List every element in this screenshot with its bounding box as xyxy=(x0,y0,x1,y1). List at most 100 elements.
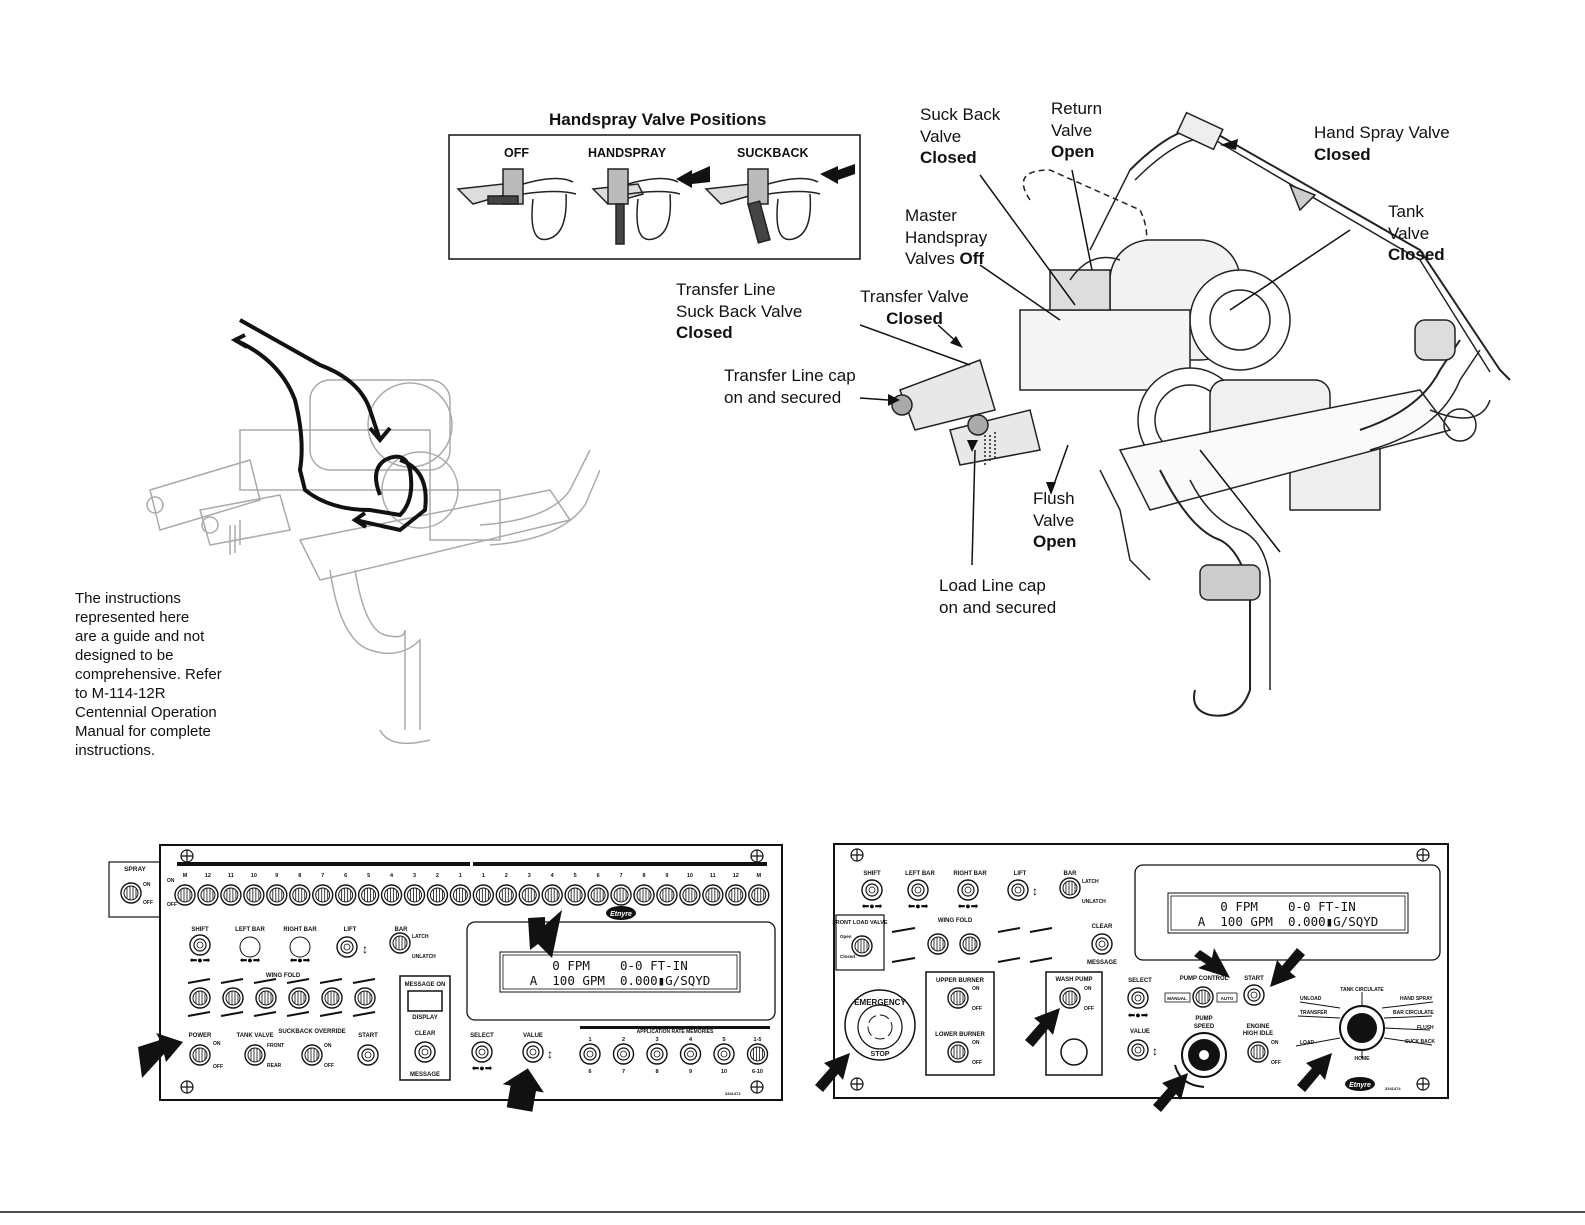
svg-text:HIGH IDLE: HIGH IDLE xyxy=(1243,1031,1273,1037)
svg-text:⬅●➡: ⬅●➡ xyxy=(908,901,929,911)
section-toggle[interactable] xyxy=(679,884,701,906)
section-toggle[interactable] xyxy=(220,884,242,906)
right-control-panel: SHIFT ⬅●➡ LEFT BAR ⬅●➡ RIGHT BAR ⬅●➡ LIF… xyxy=(832,843,1449,1099)
section-toggle-label: 3 xyxy=(528,873,531,879)
svg-text:WASH PUMP: WASH PUMP xyxy=(1055,977,1092,983)
svg-text:3341474: 3341474 xyxy=(1385,1086,1401,1091)
svg-text:Closed: Closed xyxy=(840,954,855,959)
section-toggle[interactable] xyxy=(380,884,403,906)
section-toggle-label: 8 xyxy=(298,873,301,879)
section-toggle-label: 9 xyxy=(665,873,668,879)
svg-text:ON: ON xyxy=(143,882,151,888)
section-toggle[interactable] xyxy=(495,884,517,906)
svg-text:ON: ON xyxy=(213,1041,221,1047)
memory-button[interactable] xyxy=(746,1043,769,1065)
svg-text:UNLOAD: UNLOAD xyxy=(1300,996,1322,1002)
svg-text:UPPER BURNER: UPPER BURNER xyxy=(936,978,985,984)
memory-button[interactable] xyxy=(612,1043,635,1065)
section-toggle[interactable] xyxy=(518,884,540,906)
section-toggle[interactable] xyxy=(266,884,288,906)
section-toggle[interactable] xyxy=(334,884,357,906)
svg-text:LEFT BAR: LEFT BAR xyxy=(905,871,935,877)
svg-text:BAR: BAR xyxy=(1064,871,1078,877)
svg-text:⬅●➡: ⬅●➡ xyxy=(290,955,311,965)
svg-text:7: 7 xyxy=(622,1069,625,1075)
section-toggle[interactable] xyxy=(243,884,265,906)
svg-text:↕: ↕ xyxy=(547,1047,553,1061)
svg-text:TANK VALVE: TANK VALVE xyxy=(237,1033,274,1039)
svg-text:SELECT: SELECT xyxy=(470,1033,494,1039)
svg-text:4: 4 xyxy=(689,1037,693,1043)
section-toggle[interactable] xyxy=(312,884,334,906)
svg-text:OFF: OFF xyxy=(972,1060,982,1066)
section-toggle[interactable] xyxy=(564,884,586,906)
lcd-line-1: 0 FPM 0-0 FT-IN xyxy=(552,958,687,973)
svg-text:LOAD: LOAD xyxy=(1300,1040,1315,1046)
section-toggle[interactable] xyxy=(702,884,724,906)
section-toggle[interactable] xyxy=(174,884,196,906)
wing-fold-toggle[interactable] xyxy=(354,987,376,1009)
svg-text:⬅●➡: ⬅●➡ xyxy=(958,901,979,911)
section-toggle[interactable] xyxy=(587,884,609,906)
svg-text:MESSAGE: MESSAGE xyxy=(1087,960,1117,966)
section-toggle-label: 12 xyxy=(733,873,739,879)
section-toggle[interactable] xyxy=(656,884,678,906)
wing-fold-toggle[interactable] xyxy=(321,987,343,1009)
svg-text:⬅●➡: ⬅●➡ xyxy=(862,901,883,911)
section-toggle[interactable] xyxy=(541,884,563,906)
svg-text:ON: ON xyxy=(1271,1040,1279,1046)
svg-text:HAND SPRAY: HAND SPRAY xyxy=(1400,996,1433,1002)
svg-text:10: 10 xyxy=(721,1069,727,1075)
svg-text:LIFT: LIFT xyxy=(344,927,357,933)
section-toggle[interactable] xyxy=(197,884,219,906)
section-toggle[interactable] xyxy=(403,884,426,906)
section-toggle-label: 12 xyxy=(205,873,211,879)
svg-text:SHIFT: SHIFT xyxy=(863,871,881,877)
section-toggle[interactable] xyxy=(472,884,495,906)
svg-text:CLEAR: CLEAR xyxy=(415,1031,436,1037)
section-toggle-label: 7 xyxy=(620,873,623,879)
section-toggle[interactable] xyxy=(426,884,449,906)
arrow-out-icon xyxy=(676,166,710,188)
svg-text:ON: ON xyxy=(1084,986,1092,992)
wing-fold-toggle[interactable] xyxy=(189,987,211,1009)
svg-text:SPEED: SPEED xyxy=(1194,1024,1215,1030)
lcd-line-2: A 100 GPM 0.000▮G/SQYD xyxy=(530,973,711,988)
memory-button[interactable] xyxy=(679,1043,702,1065)
svg-text:PUMP CONTROL: PUMP CONTROL xyxy=(1180,976,1229,982)
svg-text:OFF: OFF xyxy=(213,1064,223,1070)
handspray-title: Handspray Valve Positions xyxy=(549,110,767,129)
section-toggle-label: 2 xyxy=(436,873,439,879)
section-toggle-label: 5 xyxy=(367,873,370,879)
svg-text:VALUE: VALUE xyxy=(1130,1029,1150,1035)
svg-text:SUCKBACK OVERRIDE: SUCKBACK OVERRIDE xyxy=(278,1029,345,1035)
svg-text:WING FOLD: WING FOLD xyxy=(266,973,301,979)
wing-fold-toggle[interactable] xyxy=(222,987,244,1009)
section-toggle[interactable] xyxy=(449,884,472,906)
svg-text:START: START xyxy=(358,1033,378,1039)
memory-button[interactable] xyxy=(646,1043,668,1065)
memory-button[interactable] xyxy=(579,1043,601,1065)
section-toggle[interactable] xyxy=(725,884,747,906)
svg-text:MESSAGE: MESSAGE xyxy=(410,1072,440,1078)
svg-text:8: 8 xyxy=(655,1069,658,1075)
svg-text:ON: ON xyxy=(167,878,175,884)
svg-text:ON: ON xyxy=(324,1043,332,1049)
section-toggle[interactable] xyxy=(610,884,632,906)
section-toggle[interactable] xyxy=(633,884,655,906)
memory-button[interactable] xyxy=(713,1043,735,1065)
section-toggle[interactable] xyxy=(289,884,311,906)
section-toggle-label: 7 xyxy=(321,873,324,879)
wing-fold-toggle[interactable] xyxy=(255,987,277,1009)
section-toggle-label: 10 xyxy=(251,873,257,879)
svg-text:CLEAR: CLEAR xyxy=(1092,924,1113,930)
section-toggle[interactable] xyxy=(748,884,770,906)
section-toggle-label: 8 xyxy=(642,873,645,879)
svg-text:APPLICATION RATE MEMORIES: APPLICATION RATE MEMORIES xyxy=(637,1029,714,1035)
section-toggle[interactable] xyxy=(357,884,380,906)
wing-fold-toggle[interactable] xyxy=(288,987,310,1009)
